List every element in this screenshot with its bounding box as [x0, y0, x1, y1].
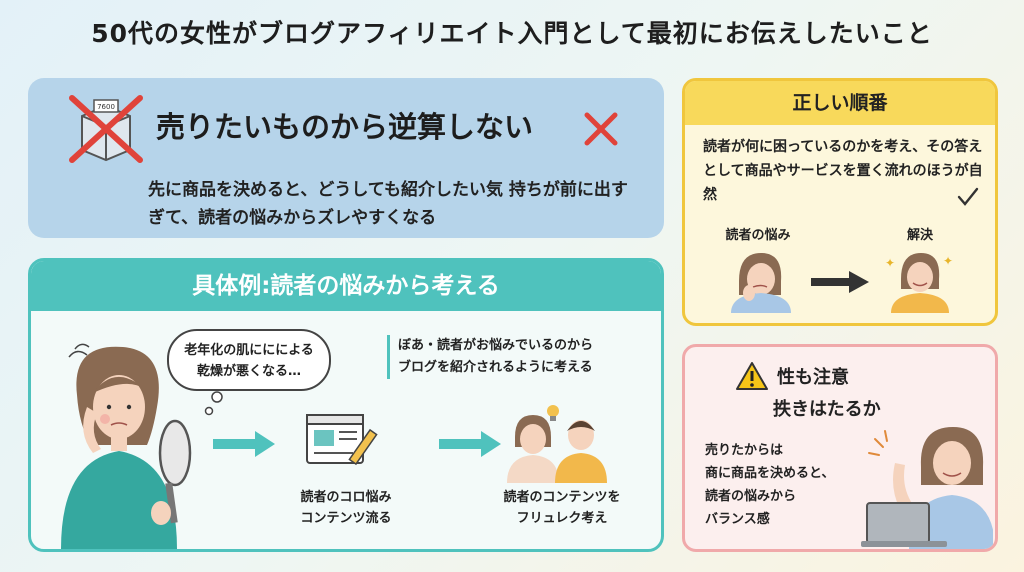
step1-label: 読者のコロ悩み コンテンツ流る	[271, 487, 421, 529]
woman-at-laptop-illustration	[861, 427, 993, 549]
step2-line-1: 読者のコンテンツを	[503, 490, 621, 505]
caution-body-line-1: 売りたからは	[705, 443, 784, 458]
caution-panel: 性も注意 抶きはたるか 売りたからは 商に商品を決めると、 読者の悩みから バラ…	[682, 344, 998, 552]
two-people-idea-illustration: ?	[507, 405, 607, 483]
worried-reader-illustration	[731, 253, 791, 313]
caution-body-line-2: 商に商品を決めると、	[705, 466, 835, 481]
box-price-tag: 7600	[97, 103, 115, 111]
crossed-box-icon: 7600	[69, 95, 143, 163]
svg-text:✦: ✦	[885, 256, 895, 270]
page-title: 50代の女性がブログアフィリエイト入門として最初にお伝えしたいこと	[91, 19, 933, 48]
avoid-reverse-panel: 7600 売りたいものから逆算しない 先に商品を決めると、どうしても紹介したい気…	[28, 78, 664, 238]
worry-bubble-line-1: 老年化の肌ににによる	[184, 343, 314, 358]
example-note-line-2: ブログを紹介されるように考える	[398, 360, 593, 375]
step1-line-1: 読者のコロ悩み	[300, 490, 392, 505]
warning-icon	[736, 362, 768, 390]
worry-label: 読者の悩み	[725, 228, 791, 243]
step2-label: 読者のコンテンツを フリュレク考え	[477, 487, 647, 529]
step2-line-2: フリュレク考え	[516, 511, 608, 526]
red-x-icon	[584, 112, 618, 146]
caution-heading-line-2: 抶きはたるか	[773, 399, 881, 420]
worried-woman-illustration	[61, 343, 192, 549]
avoid-reverse-heading: 売りたいものから逆算しない	[156, 110, 534, 144]
avoid-reverse-body: 先に商品を決めると、どうしても紹介したい気 持ちが前に出すぎて、読者の悩みからズ…	[148, 180, 628, 228]
happy-reader-illustration: ✦ ✦	[885, 253, 953, 313]
arrow-right-icon	[213, 431, 275, 457]
example-note: ぼあ・読者がお悩みでいるのから ブログを紹介されるように考える	[387, 335, 647, 379]
arrow-right-icon	[439, 431, 501, 457]
solution-label: 解決	[906, 228, 933, 243]
check-mark-icon	[957, 187, 979, 206]
example-heading: 具体例:読者の悩みから考える	[31, 261, 661, 311]
caution-body-line-3: 読者の悩みから	[705, 489, 797, 504]
bubble-tail-dots	[204, 391, 223, 416]
correct-order-heading: 正しい順番	[685, 81, 995, 125]
caution-body: 売りたからは 商に商品を決めると、 読者の悩みから バランス感	[705, 439, 875, 531]
example-note-line-1: ぼあ・読者がお悩みでいるのから	[398, 338, 594, 353]
correct-order-panel: 正しい順番 読者が何に困っているのかを考え、その答えとして商品やサービスを置く流…	[682, 78, 998, 326]
svg-text:✦: ✦	[943, 254, 953, 268]
worry-bubble-line-2: 乾燥が悪くなる…	[196, 364, 301, 379]
caution-body-line-4: バランス感	[705, 512, 770, 527]
example-panel: 具体例:読者の悩みから考える 老年化の肌ににによる 乾燥が悪くなる… ぼあ・読者…	[28, 258, 664, 552]
article-document-icon	[306, 414, 378, 466]
step1-line-2: コンテンツ流る	[300, 511, 392, 526]
worry-speech-bubble: 老年化の肌ににによる 乾燥が悪くなる…	[167, 329, 331, 391]
arrow-right-icon	[811, 271, 869, 293]
correct-order-body: 読者が何に困っているのかを考え、その答えとして商品やサービスを置く流れのほうが自…	[703, 139, 983, 203]
caution-heading-line-1: 性も注意	[777, 367, 849, 388]
